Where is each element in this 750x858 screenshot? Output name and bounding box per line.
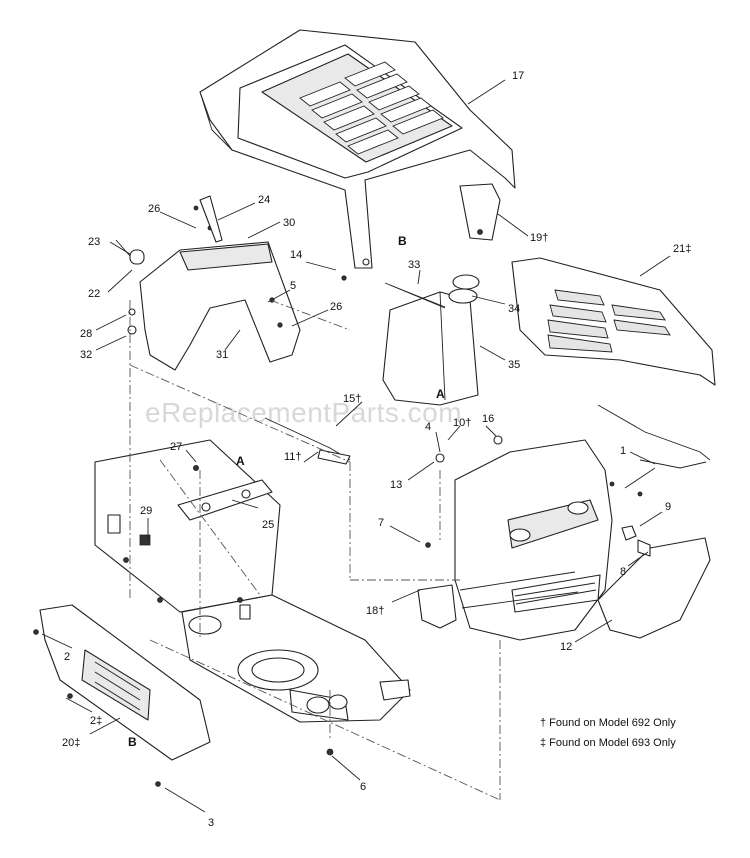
callout-labels: 17 19† 21‡ 24 26 30 23 22 14 5 26 28 32 … (62, 70, 691, 829)
bracket-part-11 (317, 449, 351, 465)
dash-panel-part-30 (115, 195, 347, 371)
callout-leaders (41, 79, 671, 813)
note-model-693: ‡ Found on Model 693 Only (540, 737, 676, 749)
fuel-tank-part-35 (382, 274, 480, 406)
callout-25: 25 (262, 519, 274, 531)
headlight-part-8 (637, 539, 651, 557)
reference-marks: B A A B (128, 234, 445, 749)
callout-14: 14 (290, 249, 302, 261)
support-part-18 (417, 584, 457, 629)
callout-8: 8 (620, 566, 626, 578)
nose-assembly-part-16 (454, 439, 613, 641)
callout-24: 24 (258, 194, 270, 206)
model-notes: † Found on Model 692 Only ‡ Found on Mod… (540, 717, 676, 749)
chassis-frame (94, 439, 411, 723)
callout-22: 22 (88, 288, 100, 300)
callout-26b: 26 (330, 301, 342, 313)
callout-34: 34 (508, 303, 520, 315)
ref-mark-b-top: B (398, 234, 407, 248)
callout-1: 1 (620, 445, 626, 457)
grille-panel-part-21 (511, 257, 716, 386)
callout-26: 26 (148, 203, 160, 215)
lens-part-12 (597, 537, 711, 639)
callout-10: 10† (453, 417, 471, 429)
bumper-part-20 (39, 604, 211, 761)
callout-12: 12 (560, 641, 572, 653)
ref-mark-b-bottom: B (128, 735, 137, 749)
ref-mark-a-right: A (436, 387, 445, 401)
note-model-692: † Found on Model 692 Only (540, 717, 676, 729)
watermark: eReplacementParts.com (145, 397, 462, 428)
hardware-fasteners (33, 435, 503, 787)
callout-23: 23 (88, 236, 100, 248)
socket-part-9 (621, 525, 637, 541)
callout-16: 16 (482, 413, 494, 425)
bracket-part-19 (459, 183, 501, 241)
callout-7: 7 (378, 517, 384, 529)
callout-3: 3 (208, 817, 214, 829)
callout-19: 19† (530, 232, 548, 244)
callout-27: 27 (170, 441, 182, 453)
callout-20: 20‡ (62, 737, 80, 749)
callout-15: 15† (343, 393, 361, 405)
callout-5: 5 (290, 280, 296, 292)
assembly-lines (129, 299, 501, 801)
callout-17: 17 (512, 70, 524, 82)
callout-30: 30 (283, 217, 295, 229)
wire-harness-part-1 (597, 404, 711, 497)
callout-2: 2 (64, 651, 70, 663)
callout-9: 9 (665, 501, 671, 513)
callout-13: 13 (390, 479, 402, 491)
callout-4: 4 (425, 421, 431, 433)
callout-33: 33 (408, 259, 420, 271)
callout-18: 18† (366, 605, 384, 617)
ref-mark-a-frame: A (236, 454, 245, 468)
callout-2b: 2‡ (90, 715, 102, 727)
callout-29: 29 (140, 505, 152, 517)
callout-6: 6 (360, 781, 366, 793)
callout-28: 28 (80, 328, 92, 340)
callout-21: 21‡ (673, 243, 691, 255)
hood-part-17 (199, 29, 516, 269)
callout-11: 11† (284, 451, 302, 463)
callout-31: 31 (216, 349, 228, 361)
callout-32: 32 (80, 349, 92, 361)
callout-35: 35 (508, 359, 520, 371)
